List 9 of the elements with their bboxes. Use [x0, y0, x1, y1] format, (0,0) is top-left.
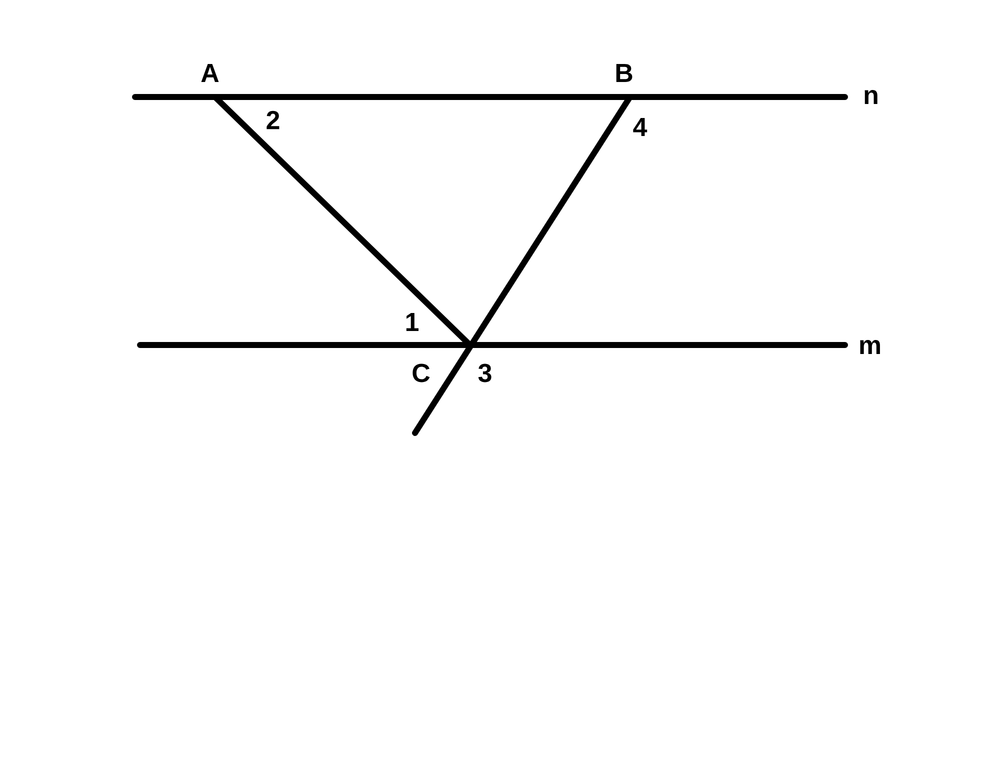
- angle-number: 4: [633, 118, 648, 136]
- angle-number: 3: [478, 364, 492, 382]
- angle-number: 1: [406, 313, 419, 331]
- point-label: C: [412, 364, 430, 382]
- angle-number: 2: [266, 110, 280, 130]
- line-label: n: [864, 90, 878, 104]
- line-label: m: [860, 340, 880, 354]
- point-label: A: [201, 64, 219, 82]
- point-label: B: [616, 64, 632, 82]
